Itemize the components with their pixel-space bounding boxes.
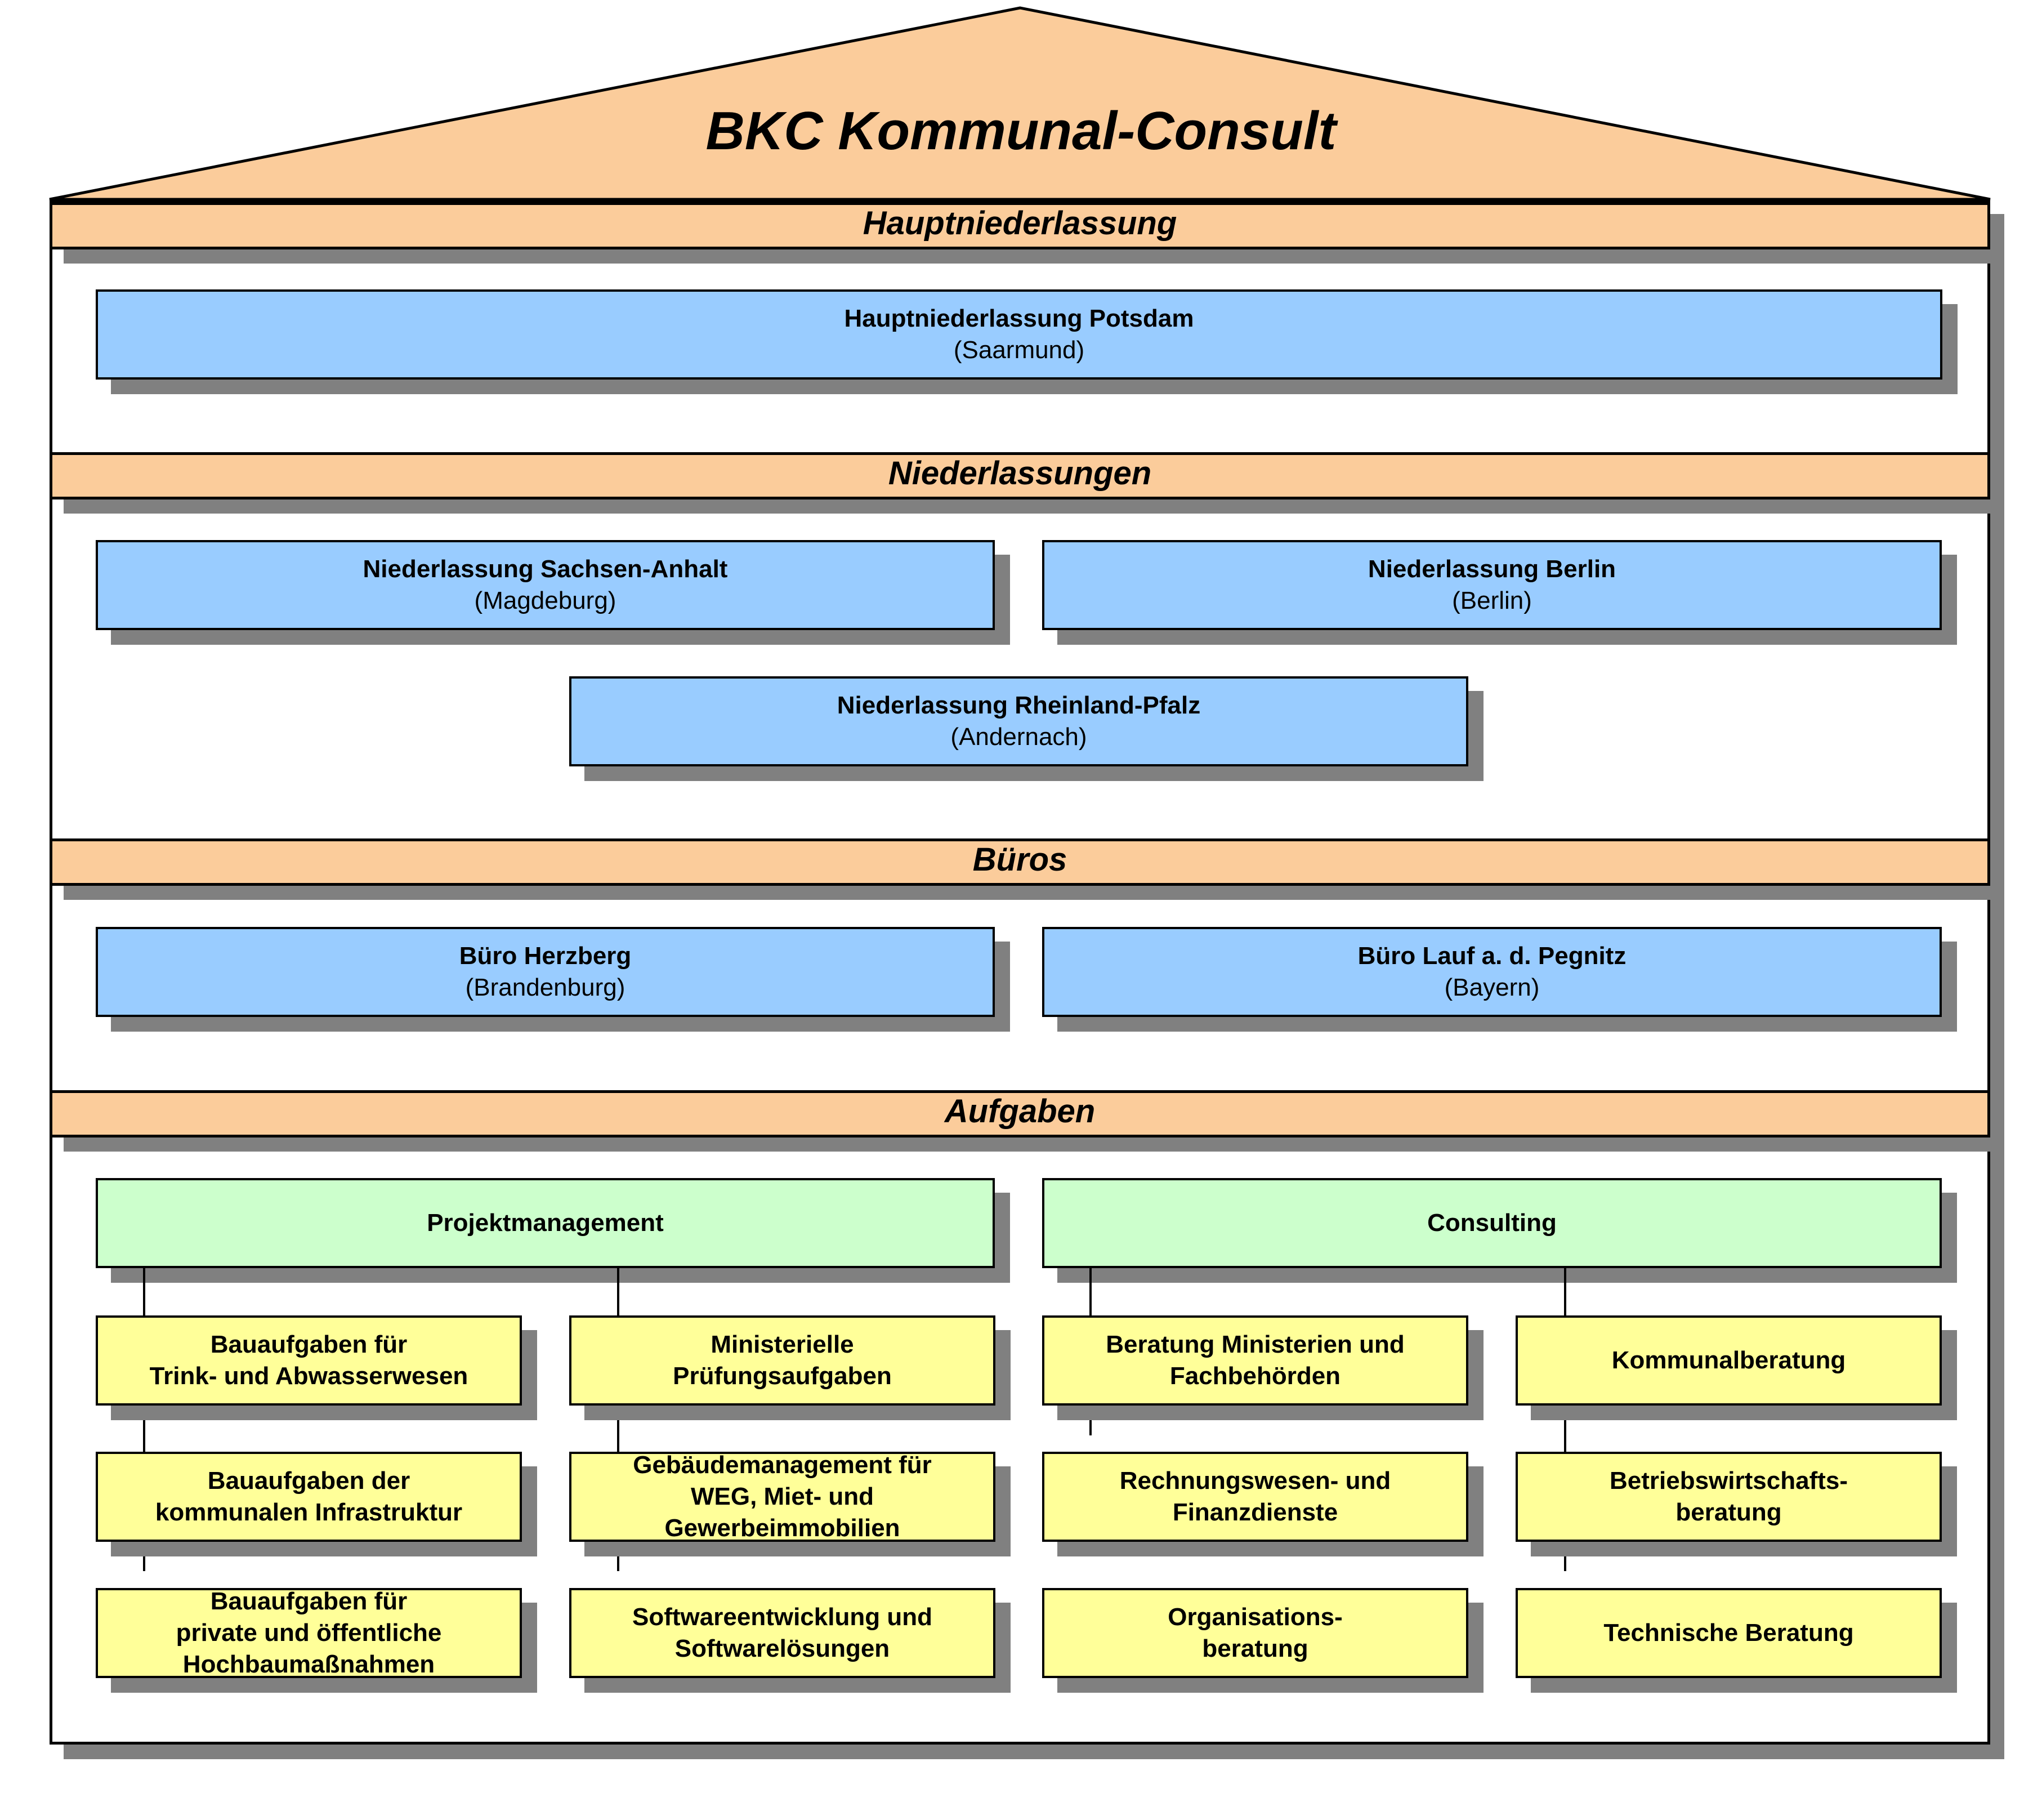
diagram-title: BKC Kommunal-Consult	[705, 101, 1337, 161]
office-name: Hauptniederlassung Potsdam	[844, 305, 1194, 332]
task-box: Bauaufgaben für private und öffentliche …	[96, 1587, 522, 1678]
task-box: Bauaufgaben der kommunalen Infrastruktur	[96, 1452, 522, 1542]
task-box: Organisations- beratung	[1042, 1588, 1468, 1678]
office-name: Büro Lauf a. d. Pegnitz	[1357, 942, 1627, 970]
section-band-aufgaben: Aufgaben	[50, 1090, 1990, 1138]
office-location: (Berlin)	[1452, 587, 1532, 614]
category-label: Projektmanagement	[427, 1209, 664, 1237]
task-box: Beratung Ministerien und Fachbehörden	[1042, 1315, 1468, 1406]
task-box: Technische Beratung	[1516, 1588, 1942, 1678]
office-box-sachsen-anhalt: Niederlassung Sachsen-Anhalt (Magdeburg)	[96, 540, 995, 630]
task-box: Gebäudemanagement für WEG, Miet- und Gew…	[569, 1451, 995, 1542]
office-location: (Magdeburg)	[474, 587, 616, 614]
office-name: Niederlassung Berlin	[1368, 555, 1616, 583]
office-location: (Saarmund)	[953, 336, 1085, 364]
section-band-niederlassungen: Niederlassungen	[50, 452, 1990, 499]
task-box: Softwareentwicklung und Softwarelösungen	[569, 1588, 995, 1678]
office-location: (Brandenburg)	[465, 974, 625, 1001]
section-band-hauptniederlassung: Hauptniederlassung	[50, 202, 1990, 249]
task-box: Rechnungswesen- und Finanzdienste	[1042, 1452, 1468, 1542]
office-box-lauf: Büro Lauf a. d. Pegnitz (Bayern)	[1042, 927, 1942, 1017]
office-location: (Andernach)	[950, 723, 1087, 751]
office-location: (Bayern)	[1444, 974, 1540, 1001]
category-box-projektmanagement: Projektmanagement	[96, 1178, 995, 1268]
office-box-rheinland-pfalz: Niederlassung Rheinland-Pfalz (Andernach…	[569, 676, 1468, 766]
section-band-bueros: Büros	[50, 838, 1990, 886]
office-name: Niederlassung Sachsen-Anhalt	[363, 555, 728, 583]
office-name: Büro Herzberg	[459, 942, 632, 970]
office-box-herzberg: Büro Herzberg (Brandenburg)	[96, 927, 995, 1017]
office-name: Niederlassung Rheinland-Pfalz	[837, 692, 1201, 719]
task-box: Bauaufgaben für Trink- und Abwasserwesen	[96, 1315, 522, 1406]
office-box-potsdam: Hauptniederlassung Potsdam (Saarmund)	[96, 289, 1942, 380]
office-box-berlin: Niederlassung Berlin (Berlin)	[1042, 540, 1942, 630]
category-box-consulting: Consulting	[1042, 1178, 1942, 1268]
category-label: Consulting	[1427, 1209, 1557, 1237]
task-box: Kommunalberatung	[1516, 1315, 1942, 1406]
task-box: Betriebswirtschafts- beratung	[1516, 1452, 1942, 1542]
task-box: Ministerielle Prüfungsaufgaben	[569, 1315, 995, 1406]
